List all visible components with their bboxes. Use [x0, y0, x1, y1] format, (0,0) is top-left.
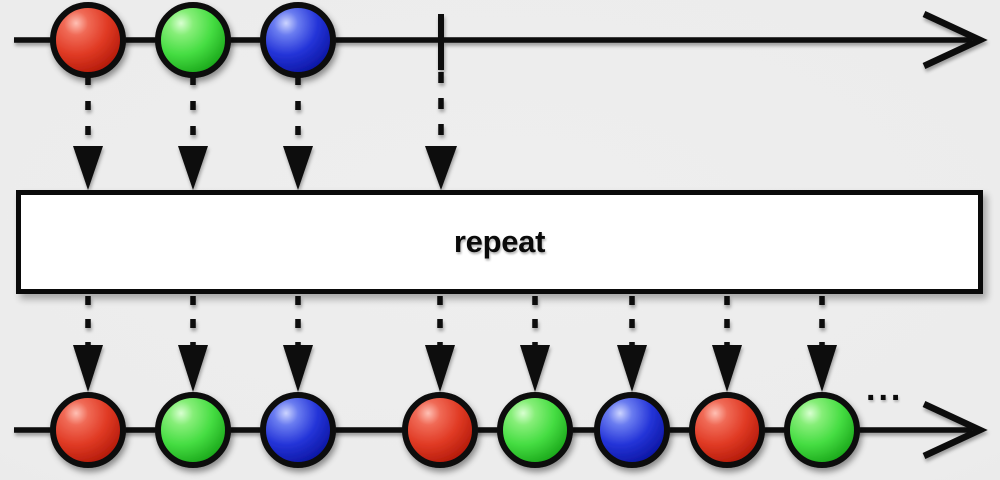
input-marble-green[interactable]	[155, 2, 231, 78]
repeat-to-output-arrows	[73, 296, 837, 392]
dashed-arrow-down	[73, 76, 103, 190]
output-marble-red[interactable]	[689, 392, 765, 468]
output-marble-blue[interactable]	[594, 392, 670, 468]
dashed-arrow-down	[178, 296, 208, 392]
continuation-ellipsis: ...	[866, 370, 904, 408]
dashed-arrow-down	[520, 296, 550, 392]
repeat-block[interactable]: repeat	[16, 190, 983, 294]
dashed-arrow-down	[425, 72, 457, 190]
repeat-block-label: repeat	[453, 224, 546, 259]
dashed-arrow-down	[425, 296, 455, 392]
dashed-arrow-down	[73, 296, 103, 392]
input-marble-red[interactable]	[50, 2, 126, 78]
output-timeline-arrowhead	[922, 401, 988, 459]
dashed-arrow-down	[283, 76, 313, 190]
input-timeline-arrowhead	[922, 11, 988, 69]
dashed-arrow-down	[712, 296, 742, 392]
input-marble-blue[interactable]	[260, 2, 336, 78]
input-timeline	[14, 2, 988, 78]
dashed-arrow-down	[283, 296, 313, 392]
dashed-arrow-down	[178, 76, 208, 190]
output-marble-green[interactable]	[497, 392, 573, 468]
output-marble-green[interactable]	[784, 392, 860, 468]
input-to-repeat-arrows	[73, 72, 457, 190]
output-marble-green[interactable]	[155, 392, 231, 468]
output-marble-red[interactable]	[402, 392, 478, 468]
output-timeline	[14, 392, 988, 468]
dashed-arrow-down	[617, 296, 647, 392]
dashed-arrow-down	[807, 296, 837, 392]
output-marble-red[interactable]	[50, 392, 126, 468]
output-marble-blue[interactable]	[260, 392, 336, 468]
